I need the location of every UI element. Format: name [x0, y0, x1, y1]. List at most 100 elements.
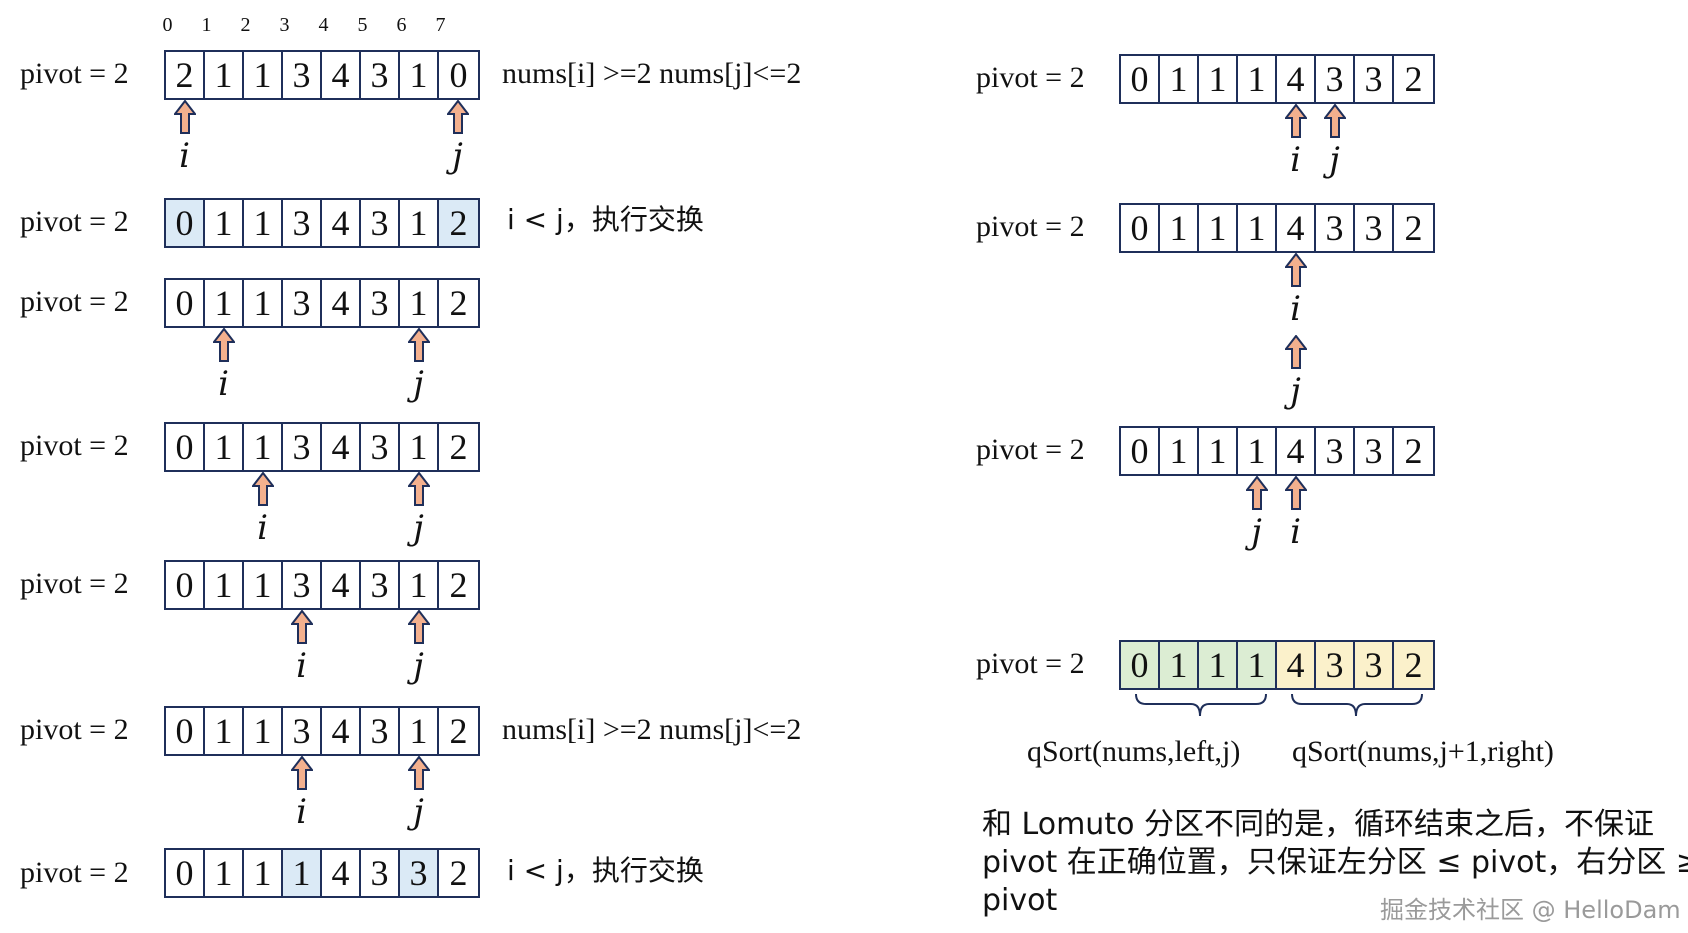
array-cell: 4 [1277, 642, 1316, 688]
array-cell: 1 [205, 52, 244, 98]
up-arrow-icon [1284, 104, 1307, 138]
up-arrow-icon [251, 472, 274, 506]
watermark: 掘金技术社区 @ HelloDam [1380, 896, 1681, 924]
up-arrow-icon [290, 756, 313, 790]
array-cell: 3 [1316, 56, 1355, 102]
array-cell: 1 [1199, 428, 1238, 474]
index-label: 2 [240, 14, 251, 36]
array-cell: 1 [205, 562, 244, 608]
condition-note: nums[i] >=2 nums[j]<=2 [502, 57, 802, 90]
array-cell: 1 [244, 850, 283, 896]
array-cell: 4 [322, 708, 361, 754]
array-cell: 1 [400, 52, 439, 98]
pointer-j-label: j [413, 508, 424, 548]
array-cell: 4 [1277, 428, 1316, 474]
up-arrow-icon [212, 328, 235, 362]
array-cell: 2 [1404, 59, 1423, 99]
array-cell: 2 [439, 200, 478, 246]
array-cell: 1 [205, 708, 244, 754]
array-cell: 3 [1355, 428, 1394, 474]
array-cell: 1 [400, 708, 439, 754]
array-cell: 4 [1277, 56, 1316, 102]
up-arrow-icon [1323, 104, 1346, 138]
array-row: 0 1 1 3 4 3 1 2 [164, 198, 480, 248]
array-cell: 3 [1355, 205, 1394, 251]
array-cell: 1 [1238, 56, 1277, 102]
up-arrow-icon [173, 100, 196, 134]
up-arrow-icon [446, 100, 469, 134]
pointer-j-label: j [1251, 512, 1262, 552]
array-cell: 2 [1404, 208, 1423, 248]
pointer-i: i [282, 610, 321, 684]
pivot-label: pivot = 2 [976, 647, 1085, 680]
explanation-text: 和 Lomuto 分区不同的是，循环结束之后，不保证 pivot 在正确位置，只… [982, 807, 1688, 918]
array-cell: 1 [244, 280, 283, 326]
pivot-label: pivot = 2 [20, 429, 129, 462]
array-row: 0 1 1 3 4 3 1 2 [164, 422, 480, 472]
array-cell: 3 [361, 52, 400, 98]
index-label: 3 [279, 14, 290, 36]
pointer-i-label: i [296, 646, 307, 686]
array-cell: 1 [400, 562, 439, 608]
array-cell: 1 [1160, 428, 1199, 474]
pivot-label: pivot = 2 [976, 210, 1085, 243]
pointer-j-label: j [452, 136, 463, 176]
array-cell: 0 [449, 55, 468, 95]
array-cell: 3 [283, 200, 322, 246]
array-cell: 0 [166, 562, 205, 608]
array-row: 0 1 1 1 4 3 3 2 [164, 848, 480, 898]
up-arrow-icon [407, 756, 430, 790]
array-cell: 3 [361, 850, 400, 896]
right-partition-brace [1291, 693, 1423, 717]
array-cell: 1 [244, 708, 283, 754]
up-arrow-icon [1284, 253, 1307, 287]
array-cell: 3 [283, 562, 322, 608]
array-cell: 4 [322, 850, 361, 896]
array-row: 0 1 1 3 4 3 1 2 [164, 278, 480, 328]
array-cell: 1 [205, 200, 244, 246]
pivot-label: pivot = 2 [976, 433, 1085, 466]
array-row: 0 1 1 1 4 3 3 2 [1119, 426, 1435, 476]
array-cell: 4 [322, 200, 361, 246]
array-cell: 1 [1160, 642, 1199, 688]
array-cell: 4 [322, 280, 361, 326]
up-arrow-icon [290, 610, 313, 644]
array-cell: 1 [1160, 205, 1199, 251]
array-cell: 3 [361, 200, 400, 246]
array-row: 0 1 1 3 4 3 1 2 [164, 560, 480, 610]
qsort-right-call: qSort(nums,j+1,right) [1292, 735, 1554, 768]
array-cell: 3 [361, 708, 400, 754]
array-cell: 3 [1316, 428, 1355, 474]
array-cell: 1 [1238, 642, 1277, 688]
array-cell: 2 [449, 283, 468, 323]
pointer-i: i [204, 328, 243, 402]
pivot-label: pivot = 2 [976, 61, 1085, 94]
array-cell: 1 [400, 280, 439, 326]
pointer-i-label: i [1290, 289, 1301, 329]
array-cell: 1 [1199, 205, 1238, 251]
array-cell: 1 [244, 562, 283, 608]
array-cell: 4 [322, 52, 361, 98]
array-cell: 2 [449, 853, 468, 893]
array-cell: 0 [166, 424, 205, 470]
array-cell: 4 [322, 424, 361, 470]
pointer-i-label: i [296, 792, 307, 832]
array-row: 0 1 1 3 4 3 1 2 [164, 706, 480, 756]
condition-note: nums[i] >=2 nums[j]<=2 [502, 713, 802, 746]
pointer-i-label: i [218, 364, 229, 404]
array-cell: 1 [1199, 56, 1238, 102]
pointer-i-label: i [1290, 512, 1301, 552]
pointer-j-label: j [1290, 371, 1301, 411]
pointer-i: i [165, 100, 204, 174]
pointer-i-label: i [257, 508, 268, 548]
array-cell: 1 [1160, 56, 1199, 102]
pointer-i: i [282, 756, 321, 830]
pointer-j-label: j [413, 364, 424, 404]
array-cell: 2 [449, 427, 468, 467]
array-cell: 3 [400, 850, 439, 896]
index-label: 7 [435, 14, 446, 36]
array-cell: 1 [1238, 428, 1277, 474]
pointer-j: j [399, 472, 438, 546]
array-cell: 0 [166, 200, 205, 246]
qsort-left-call: qSort(nums,left,j) [1027, 735, 1241, 768]
